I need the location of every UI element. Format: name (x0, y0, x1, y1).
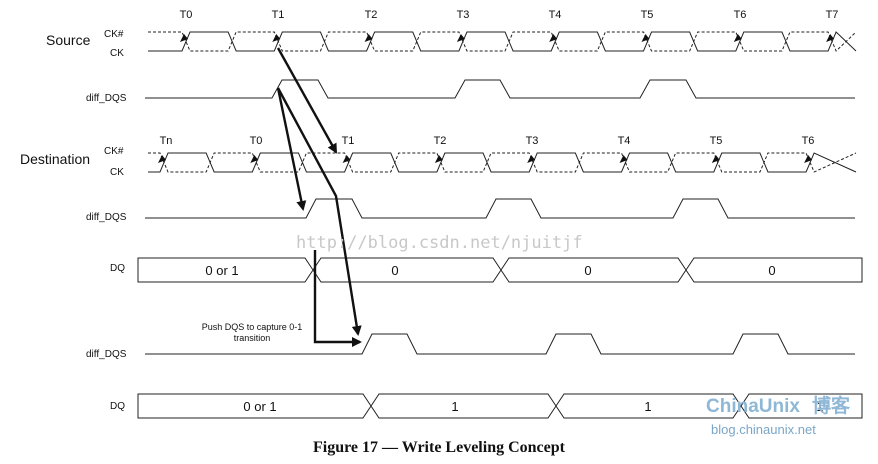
dqs2-label: diff_DQS (86, 349, 127, 360)
destination-ck-label: CK (110, 167, 124, 178)
destination-ckn-label: CK# (104, 146, 124, 157)
destination-clock-rise-marker-3 (434, 155, 443, 163)
annotation-line-1: Push DQS to capture 0-1 (202, 322, 303, 332)
destination-clock-rise-marker-7 (804, 155, 813, 163)
dq2-bus-seg-0 (137, 393, 372, 419)
watermark-text: http://blog.csdn.net/njuitjf (296, 233, 583, 253)
destination-clock-rise-marker-1 (250, 155, 259, 163)
source-tick-0: T0 (180, 9, 193, 21)
dq1-bus-seg-1 (312, 257, 502, 283)
dq1-label: DQ (110, 263, 125, 274)
destination-dqs-label: diff_DQS (86, 212, 127, 223)
dq1-value-2: 0 (584, 263, 591, 278)
source-clock-rise-marker-6 (733, 34, 742, 42)
destination-tick-6: T5 (710, 135, 723, 147)
source-tick-2: T2 (365, 9, 378, 21)
destination-clock-waveform (148, 152, 857, 173)
dq2-value-1: 1 (451, 399, 458, 414)
destination-clock-ck-line (148, 152, 857, 173)
source-clock-ck-line (148, 31, 857, 52)
dq2-value-0: 0 or 1 (243, 399, 276, 414)
dq1-bus-seg-3 (685, 257, 863, 283)
source-dqs-label: diff_DQS (86, 93, 127, 104)
destination-tick-1: T0 (250, 135, 263, 147)
dq2-label: DQ (110, 401, 125, 412)
source-clock-rise-marker-1 (272, 34, 281, 42)
source-tick-7: T7 (826, 9, 839, 21)
destination-tick-4: T3 (526, 135, 539, 147)
source-clock-ckn-line (148, 31, 857, 52)
source-clock-rise-marker-0 (180, 34, 188, 42)
source-tick-3: T3 (457, 9, 470, 21)
destination-clock-rise-marker-6 (711, 155, 720, 163)
source-clock-waveform (148, 31, 857, 52)
destination-clock-rise-marker-2 (342, 155, 351, 163)
brand-name: ChinaUnix (706, 396, 800, 417)
source-tick-4: T4 (549, 9, 562, 21)
annotation-line-2: transition (234, 333, 271, 343)
dq2-bus-seg-1 (370, 393, 557, 419)
arrow-source-dqs-to-destination-dqs (276, 87, 307, 211)
source-clock-rise-marker-2 (364, 34, 373, 42)
source-tick-5: T5 (641, 9, 654, 21)
source-clock-rise-marker-4 (549, 34, 558, 42)
destination-tick-labels: Tn T0 T1 T2 T3 T4 T5 T6 (160, 135, 815, 147)
brand-cn: 博客 (812, 394, 851, 417)
source-dqs-waveform (145, 79, 855, 99)
source-clock-rise-marker-7 (826, 34, 835, 42)
destination-tick-5: T4 (618, 135, 631, 147)
arrow-source-dqs-to-pushed-dqs (276, 87, 362, 336)
dq1-value-1: 0 (391, 263, 398, 278)
source-label: Source (46, 32, 91, 48)
source-tick-6: T6 (734, 9, 747, 21)
source-clock-rise-marker-5 (641, 34, 650, 42)
dq1-bus-seg-2 (500, 257, 687, 283)
arrow-push-dqs (313, 250, 362, 347)
source-ckn-label: CK# (104, 29, 124, 40)
destination-tick-3: T2 (434, 135, 447, 147)
source-tick-labels: T0 T1 T2 T3 T4 T5 T6 T7 (180, 9, 839, 21)
pushed-dqs-waveform (145, 333, 855, 355)
destination-dqs-waveform (145, 198, 855, 219)
figure-caption: Figure 17 — Write Leveling Concept (313, 439, 566, 456)
dq1-bus-seg-0 (137, 257, 314, 283)
source-ck-label: CK (110, 48, 124, 59)
arrow-source-t1-to-destination-t1 (276, 47, 338, 154)
dq1-value-3: 0 (768, 263, 775, 278)
destination-tick-2: T1 (342, 135, 355, 147)
source-tick-1: T1 (272, 9, 285, 21)
destination-clock-rise-marker-0 (158, 155, 166, 163)
destination-tick-7: T6 (802, 135, 815, 147)
destination-clock-rise-marker-4 (527, 155, 536, 163)
destination-clock-ckn-line (148, 152, 857, 173)
dq2-bus-seg-3 (740, 393, 863, 419)
dq2-value-2: 1 (644, 399, 651, 414)
dq2-value-3: 1 (816, 399, 823, 414)
destination-clock-rise-marker-5 (619, 155, 628, 163)
dq1-value-0: 0 or 1 (205, 263, 238, 278)
destination-tick-0: Tn (160, 135, 173, 147)
brand-url: blog.chinaunix.net (711, 422, 816, 437)
destination-label: Destination (20, 151, 90, 167)
source-clock-rise-marker-3 (456, 34, 465, 42)
